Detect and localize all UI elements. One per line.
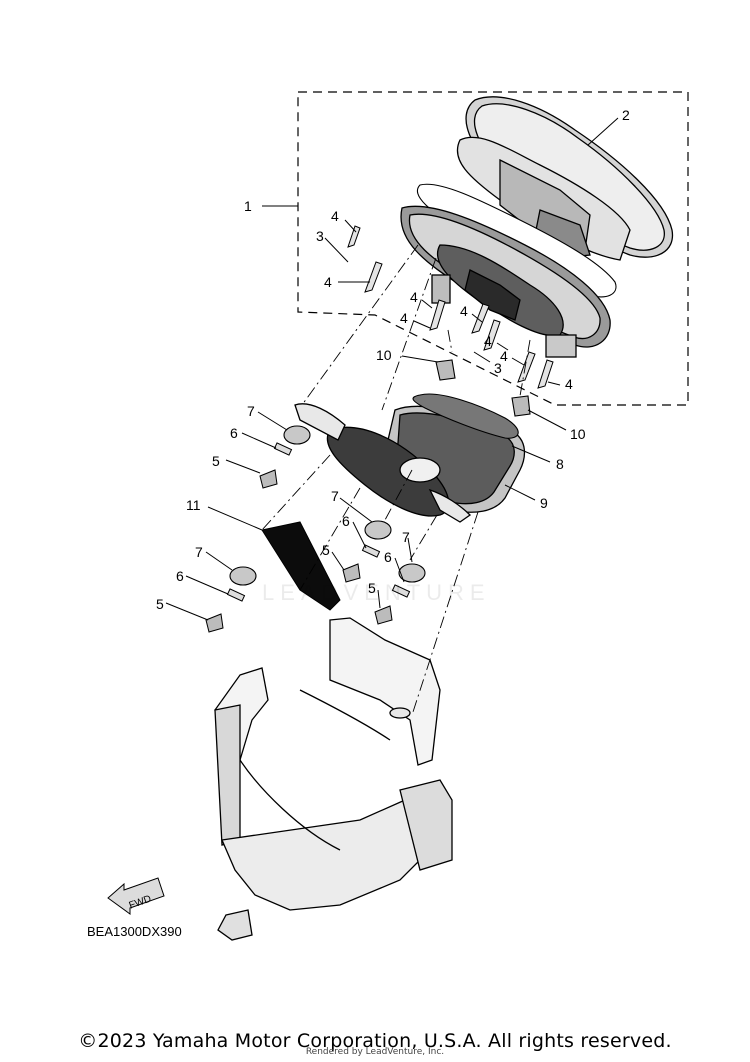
screw xyxy=(347,225,554,389)
callout-5: 5 xyxy=(322,542,330,558)
callout-6: 6 xyxy=(230,425,238,441)
callout-4: 4 xyxy=(331,208,339,224)
callout-8: 8 xyxy=(556,456,564,472)
callout-7: 7 xyxy=(402,529,410,545)
callout-3: 3 xyxy=(316,228,324,244)
callout-5: 5 xyxy=(156,596,164,612)
well-nut xyxy=(435,359,531,417)
callout-6: 6 xyxy=(342,513,350,529)
meter-bracket xyxy=(294,403,526,523)
assembly-boundary xyxy=(297,91,689,406)
callout-9: 9 xyxy=(540,495,548,511)
callout-2: 2 xyxy=(622,107,630,123)
callout-4: 4 xyxy=(410,289,418,305)
callout-3: 3 xyxy=(494,360,502,376)
bolt xyxy=(205,469,393,633)
watermark: LEADVENTURE xyxy=(262,580,491,605)
grommet xyxy=(229,425,426,586)
callout-10: 10 xyxy=(570,426,586,442)
callout-7: 7 xyxy=(247,403,255,419)
callout-labels: 1 2 4 3 4 4 4 4 4 4 3 4 10 10 8 9 7 6 5 … xyxy=(156,107,630,612)
leader-lines xyxy=(165,117,619,621)
copyright-notice: ©2023 Yamaha Motor Corporation, U.S.A. A… xyxy=(78,1030,672,1052)
callout-4: 4 xyxy=(460,303,468,319)
callout-1: 1 xyxy=(244,198,252,214)
callout-7: 7 xyxy=(331,488,339,504)
callout-4: 4 xyxy=(400,310,408,326)
pad-sheet xyxy=(261,521,341,611)
alignment-lines xyxy=(261,244,531,716)
callout-6: 6 xyxy=(176,568,184,584)
fwd-arrow-icon: FWD xyxy=(107,877,165,915)
callout-4: 4 xyxy=(484,333,492,349)
callout-6: 6 xyxy=(384,549,392,565)
callout-10: 10 xyxy=(376,347,392,363)
callout-4: 4 xyxy=(324,274,332,290)
rendered-by-notice: Rendered by LeadVenture, Inc. xyxy=(305,1047,445,1057)
callout-5: 5 xyxy=(212,453,220,469)
collar xyxy=(226,442,411,602)
callout-5: 5 xyxy=(368,580,376,596)
bracket-gasket xyxy=(412,393,519,439)
callout-4: 4 xyxy=(565,376,573,392)
callout-7: 7 xyxy=(195,544,203,560)
diagram-code: BEA1300DX390 xyxy=(87,924,182,939)
meter-cover xyxy=(456,96,674,261)
meter-body xyxy=(400,205,611,358)
callout-11: 11 xyxy=(186,497,201,513)
callout-4: 4 xyxy=(500,348,508,364)
meter-stay-frame xyxy=(214,617,453,941)
